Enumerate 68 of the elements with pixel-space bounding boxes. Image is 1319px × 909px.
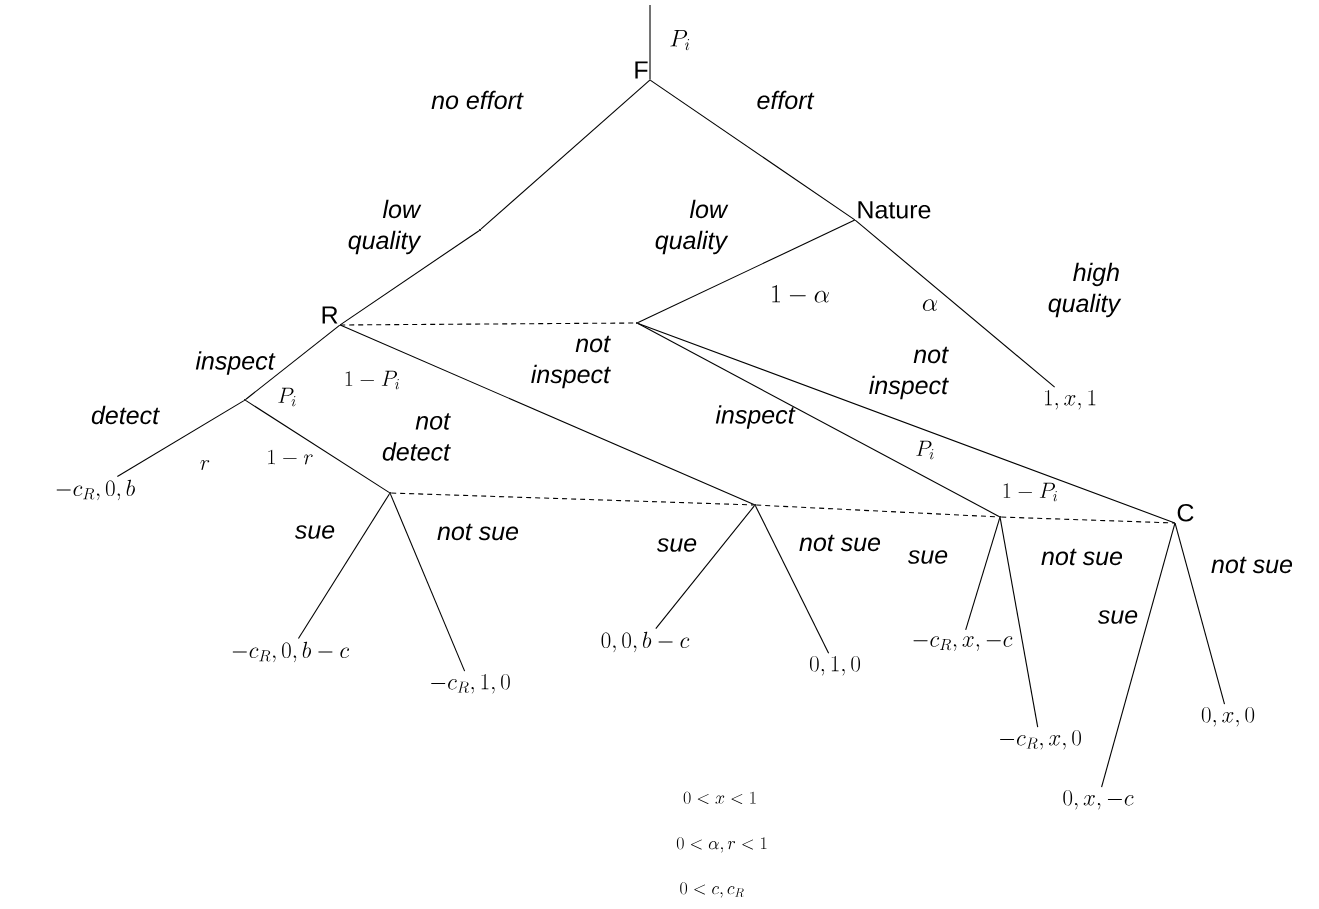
information-set-line xyxy=(755,504,1000,518)
edge-label: sue xyxy=(907,550,948,564)
probability-label: $P_i$ xyxy=(670,30,690,51)
edge-label: not inspect xyxy=(531,335,611,389)
probability-label: $1-r$ xyxy=(268,449,313,465)
tree-branch xyxy=(854,219,1056,388)
tree-branch xyxy=(480,79,651,230)
tree-branch xyxy=(389,493,466,672)
payoff-text: $0, 1, 0$ xyxy=(810,655,861,676)
edge-label: not sue xyxy=(1211,556,1293,574)
edge-label: not sue xyxy=(799,534,881,552)
tree-branch xyxy=(999,517,1039,728)
information-set-line xyxy=(390,492,755,506)
player-label: Nature xyxy=(858,201,931,219)
payoff-text: $-c_R, x, 0$ xyxy=(1000,729,1081,750)
player-label: R xyxy=(322,306,338,324)
tree-branch xyxy=(649,4,651,81)
edge-label: inspect xyxy=(715,405,796,429)
probability-label: $\alpha$ xyxy=(922,299,938,311)
edge-label: no effort xyxy=(431,90,524,110)
player-label: F xyxy=(635,61,648,79)
edge-label: sue xyxy=(656,538,697,552)
payoff-text: $0, 0, b-c$ xyxy=(601,631,690,653)
payoff-text: $-c_R, 0, b-c$ xyxy=(232,641,350,663)
payoff-text: $1, x, 1$ xyxy=(1045,389,1096,410)
payoff-text: $-c_R, 1, 0$ xyxy=(431,673,510,694)
probability-label: $P_i$ xyxy=(278,387,296,407)
edge-label: sue xyxy=(1097,610,1138,624)
tree-branch xyxy=(637,323,1000,517)
probability-label: $1-P_i$ xyxy=(345,370,399,390)
payoff-text: $-c_R, 0, b$ xyxy=(56,479,135,501)
edge-label: not detect xyxy=(382,413,451,461)
tree-branch xyxy=(245,324,341,400)
tree-branch xyxy=(339,324,755,506)
edge-label: sue xyxy=(294,525,335,539)
edge-label: not sue xyxy=(1041,548,1123,566)
edge-label: low quality xyxy=(655,199,729,255)
edge-label: effort xyxy=(757,90,815,110)
probability-label: $1-P_i$ xyxy=(1003,482,1057,502)
tree-branch xyxy=(116,400,245,478)
player-label: C xyxy=(1177,503,1194,522)
edge-label: high quality xyxy=(1048,262,1122,318)
tree-branch xyxy=(637,219,856,324)
payoff-text: $-c_R, x, -c$ xyxy=(913,636,1013,651)
probability-label: $r$ xyxy=(200,460,210,470)
tree-branch xyxy=(339,230,480,326)
constraint-text: $0<\alpha, r<1$ xyxy=(676,837,767,853)
tree-branch xyxy=(1174,522,1226,705)
information-set-line xyxy=(1000,516,1176,524)
edge-label: not inspect xyxy=(869,346,949,400)
tree-branch xyxy=(1101,522,1176,788)
tree-branch xyxy=(245,400,390,493)
constraint-text: $0<c, c_R$ xyxy=(680,882,744,898)
probability-label: $P_i$ xyxy=(916,440,934,460)
edge-label: low quality xyxy=(348,199,422,255)
tree-branch xyxy=(649,79,856,221)
tree-branch xyxy=(655,505,755,630)
constraint-text: $0<x<1$ xyxy=(683,791,756,805)
payoff-text: $0, x, 0$ xyxy=(1201,706,1255,727)
tree-branch xyxy=(965,517,1001,631)
edge-label: detect xyxy=(91,405,160,425)
tree-branch xyxy=(755,505,830,654)
probability-label: $1-\alpha$ xyxy=(772,285,829,303)
payoff-text: $0, x, -c$ xyxy=(1063,789,1134,810)
edge-label: not sue xyxy=(437,523,519,541)
tree-branch xyxy=(297,493,390,640)
tree-branch xyxy=(637,322,1176,524)
edge-label: inspect xyxy=(195,351,276,375)
